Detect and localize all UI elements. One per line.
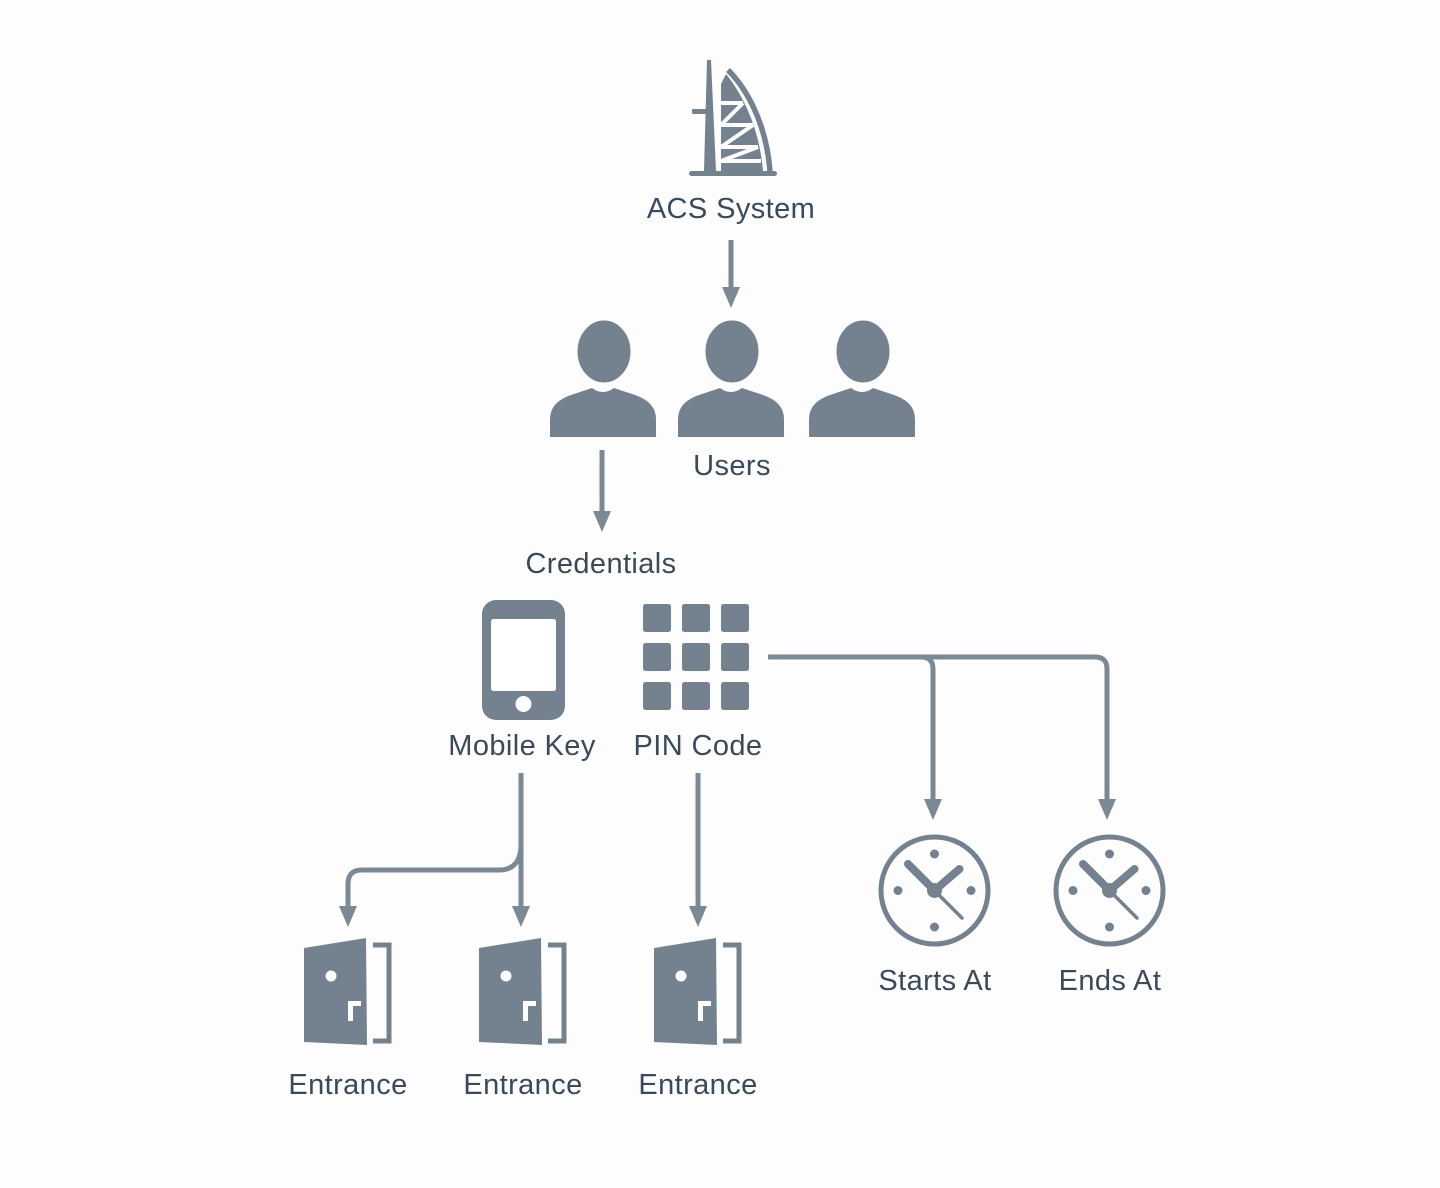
starts-at-label: Starts At <box>878 965 992 997</box>
ends-at-label: Ends At <box>1058 965 1162 997</box>
user-icon-3 <box>809 315 915 437</box>
clock-icon-ends <box>1053 834 1166 947</box>
user-icon-2 <box>678 315 784 437</box>
clock-icon-starts <box>878 834 991 947</box>
credentials-label: Credentials <box>525 548 677 580</box>
edge-pincode-to-startsat <box>768 654 942 820</box>
open-door-icon-2 <box>479 938 567 1045</box>
entrance-3-label: Entrance <box>638 1069 758 1101</box>
acs-system-label: ACS System <box>646 193 816 225</box>
burj-building-icon <box>689 60 777 176</box>
edge-mobilekey-to-entrance1 <box>339 843 524 927</box>
pin-code-label: PIN Code <box>633 730 763 762</box>
entrance-2-label: Entrance <box>463 1069 583 1101</box>
open-door-icon-1 <box>304 938 392 1045</box>
entrance-1-label: Entrance <box>288 1069 408 1101</box>
open-door-icon-3 <box>654 938 742 1045</box>
edge-pincode-to-endsat <box>768 654 1116 820</box>
users-label: Users <box>693 450 771 482</box>
smartphone-icon <box>482 600 565 720</box>
mobile-key-label: Mobile Key <box>448 730 596 762</box>
keypad-icon <box>643 604 749 710</box>
user-icon-1 <box>550 315 656 437</box>
